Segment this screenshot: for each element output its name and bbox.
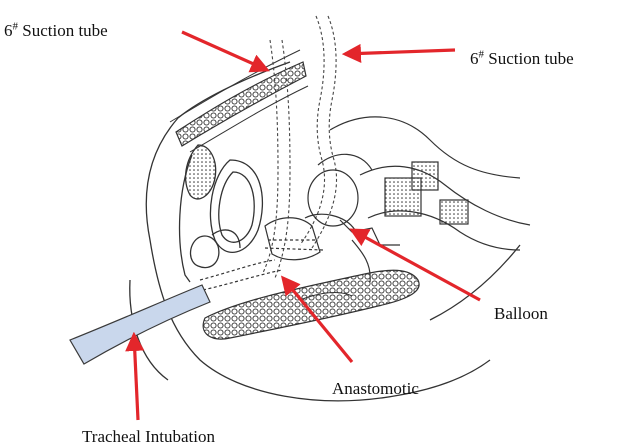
label-anastomotic: Anastomotic xyxy=(332,380,419,397)
right-structures xyxy=(330,117,530,282)
arrow-suction-right xyxy=(345,50,455,54)
arrow-tracheal xyxy=(134,335,138,420)
label-balloon: Balloon xyxy=(494,305,548,322)
lower-muscle-band xyxy=(203,270,419,339)
body-outline xyxy=(130,62,520,401)
suction-tubes xyxy=(262,16,337,278)
annotation-arrows xyxy=(134,32,480,420)
arrow-suction-left xyxy=(182,32,267,70)
label-tracheal-intubation: Tracheal Intubation xyxy=(82,428,215,445)
tracheal-tube xyxy=(70,285,210,364)
upper-muscle-band xyxy=(170,50,308,152)
left-structures xyxy=(180,145,263,282)
label-suction-tube-right: 6# Suction tube xyxy=(470,50,574,67)
anastomosis-region xyxy=(200,154,372,290)
label-suction-tube-left: 6# Suction tube xyxy=(4,22,108,39)
